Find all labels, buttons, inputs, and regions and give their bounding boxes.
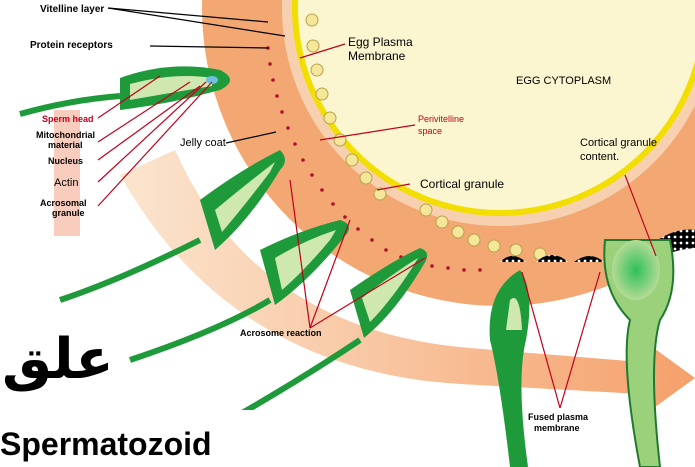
- label-cortical-granule: Cortical granule: [420, 177, 504, 191]
- label-protein-receptors: Protein receptors: [30, 40, 113, 51]
- label-acrosome-reaction: Acrosome reaction: [240, 328, 322, 338]
- arabic-title: علق: [2, 327, 114, 392]
- label-jelly-coat: Jelly coat: [180, 137, 226, 149]
- fused-sperm-right: [604, 240, 673, 467]
- label-nucleus: Nucleus: [48, 156, 83, 166]
- caption: Spermatozoid: [0, 426, 212, 462]
- label-vitelline-layer: Vitelline layer: [40, 4, 104, 15]
- label-sperm-head: Sperm head: [42, 114, 94, 124]
- sperm-1: [20, 66, 230, 114]
- label-egg-cytoplasm: EGG CYTOPLASM: [516, 75, 611, 87]
- label-actin: Actin: [54, 177, 78, 189]
